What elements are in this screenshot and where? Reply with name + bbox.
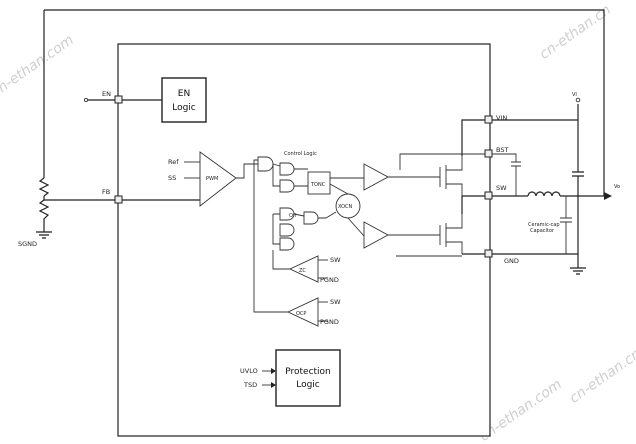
zc-label: ZC [299,268,306,274]
sgnd-label: SGND [18,240,37,248]
bottom-resistor [38,199,50,232]
sgnd-ground-icon [36,231,52,239]
zc-out-wire [272,250,290,270]
xocn-label: XOCN [338,204,353,210]
vin-wire [461,119,488,156]
and-gate-7 [279,237,295,251]
vin-label: VIN [496,114,507,122]
and-gate-5 [303,211,319,225]
high-side-driver [363,163,389,191]
tonc-block [307,171,331,195]
en-logic-subtitle: Logic [172,103,196,113]
bst-pin [484,149,493,158]
en-label: EN [102,90,111,98]
pwm-amplifier [199,151,237,207]
zc-comparator [288,255,319,283]
gate-links-bottom [272,213,280,245]
en-logic-block [161,77,207,123]
sw-pin-label: SW [496,184,507,192]
gnd-label: GND [504,257,519,265]
output-feedback-wire [44,9,605,196]
and-gate-2 [279,162,295,176]
output-capacitor [560,196,572,254]
ocp-label: OCP [296,311,306,317]
and-gate-6 [279,223,295,237]
amp-out-wire [236,163,258,179]
vo-label: Vo [614,184,620,190]
and-gate-3 [279,179,295,193]
uvlo-arrow-icon [271,368,276,374]
gnd-pin [484,249,493,258]
ocp-out-wire [253,159,288,313]
watermark-2: cn-ethan.cn [537,2,614,63]
uvlo-label: UVLO [240,367,258,375]
bst-label: BST [496,146,508,154]
ocp-pgnd-label: PGND [320,318,339,326]
en-input-terminal [83,97,89,103]
ocp-comparator [286,297,319,327]
vo-arrow-icon [604,192,612,200]
watermark-1: cn-ethan.com [0,32,77,100]
low-side-driver [363,221,389,249]
zc-sw-label: SW [330,256,341,264]
bst-wire [399,153,488,170]
output-inductor [527,191,561,197]
watermark-4: cn-ethan.cn [567,346,636,407]
top-resistor [38,177,50,197]
fb-pin [114,195,123,204]
driver-input-wires [325,177,365,237]
gate-link-mid [293,213,326,219]
input-ground-icon [570,267,586,275]
en-logic-title: EN [178,89,190,99]
tsd-arrow-icon [271,382,276,388]
vi-terminal [575,97,581,103]
gate-links-top [272,163,281,187]
and-gate-4 [279,207,295,221]
cap-note-line2: Capacitor [530,228,555,234]
protection-logic-block [275,349,341,407]
fb-label: FB [102,188,110,196]
bootstrap-capacitor [492,153,521,196]
high-side-mosfet [439,156,463,196]
pwm-label: PWM [206,176,218,182]
zc-pgnd-label: PGND [320,276,339,284]
low-side-mosfet [439,214,463,254]
control-logic-label: Control Logic [284,151,317,157]
tonc-label: TONC [310,182,326,188]
gate-to-tonc-wires [294,168,308,187]
off-label: Off [289,213,297,219]
cap-note-line1: Ceramic-cap [528,222,560,228]
tsd-label: TSD [243,381,257,389]
ss-label: SS [168,174,176,182]
vi-label: VI [572,92,577,98]
vin-pin [484,115,493,124]
protection-logic-subtitle: Logic [296,380,320,390]
en-pin [114,95,123,104]
ocp-sw-label: SW [330,298,341,306]
protection-logic-title: Protection [285,367,331,377]
input-capacitor [572,104,584,268]
fb-wire [43,196,118,201]
sw-pin [484,191,493,200]
ref-label: Ref [168,158,179,166]
